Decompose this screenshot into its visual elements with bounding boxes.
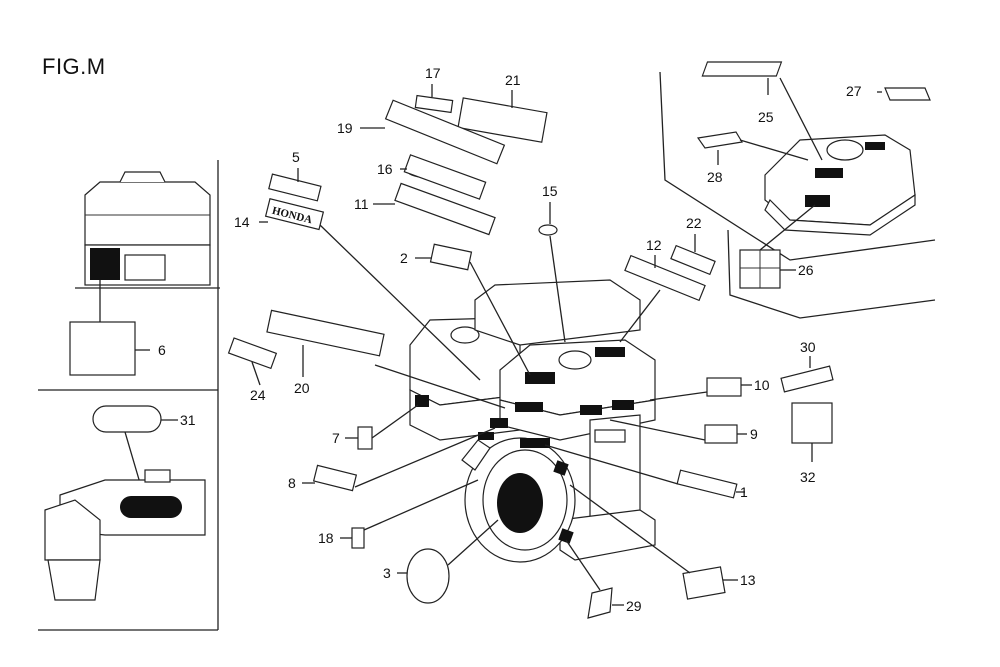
callout-25: 25 bbox=[758, 109, 774, 125]
callout-8: 8 bbox=[288, 475, 296, 491]
inset-panels bbox=[38, 160, 219, 631]
callout-6: 6 bbox=[158, 342, 166, 358]
inset-side-view bbox=[44, 405, 206, 601]
callout-24: 24 bbox=[250, 387, 266, 403]
callout-27: 27 bbox=[846, 83, 862, 99]
leader-lines bbox=[251, 84, 813, 606]
callout-12: 12 bbox=[646, 237, 662, 253]
callout-16: 16 bbox=[377, 161, 393, 177]
callout-30: 30 bbox=[800, 339, 816, 355]
callout-29: 29 bbox=[626, 598, 642, 614]
callout-13: 13 bbox=[740, 572, 756, 588]
callout-10: 10 bbox=[754, 377, 770, 393]
callout-15: 15 bbox=[542, 183, 558, 199]
callout-5: 5 bbox=[292, 149, 300, 165]
callout-1: 1 bbox=[740, 484, 748, 500]
callout-2: 2 bbox=[400, 250, 408, 266]
callout-26: 26 bbox=[798, 262, 814, 278]
callout-17: 17 bbox=[425, 65, 441, 81]
callout-20: 20 bbox=[294, 380, 310, 396]
inset-engine-top bbox=[69, 171, 220, 376]
callout-31: 31 bbox=[180, 412, 196, 428]
engine-assembly bbox=[409, 279, 656, 563]
callout-11: 11 bbox=[354, 196, 369, 212]
callout-numbers: 1 2 3 5 6 7 8 9 10 11 12 13 14 15 16 17 … bbox=[158, 65, 862, 614]
callout-28: 28 bbox=[707, 169, 723, 185]
callout-21: 21 bbox=[505, 72, 521, 88]
callout-7: 7 bbox=[332, 430, 340, 446]
callout-3: 3 bbox=[383, 565, 391, 581]
callout-32: 32 bbox=[800, 469, 816, 485]
callout-9: 9 bbox=[750, 426, 758, 442]
callout-18: 18 bbox=[318, 530, 334, 546]
callout-14: 14 bbox=[234, 214, 250, 230]
callout-19: 19 bbox=[337, 120, 353, 136]
inset-fuel-tank bbox=[659, 61, 936, 319]
figure-title: FIG.M bbox=[42, 54, 106, 79]
callout-22: 22 bbox=[686, 215, 702, 231]
